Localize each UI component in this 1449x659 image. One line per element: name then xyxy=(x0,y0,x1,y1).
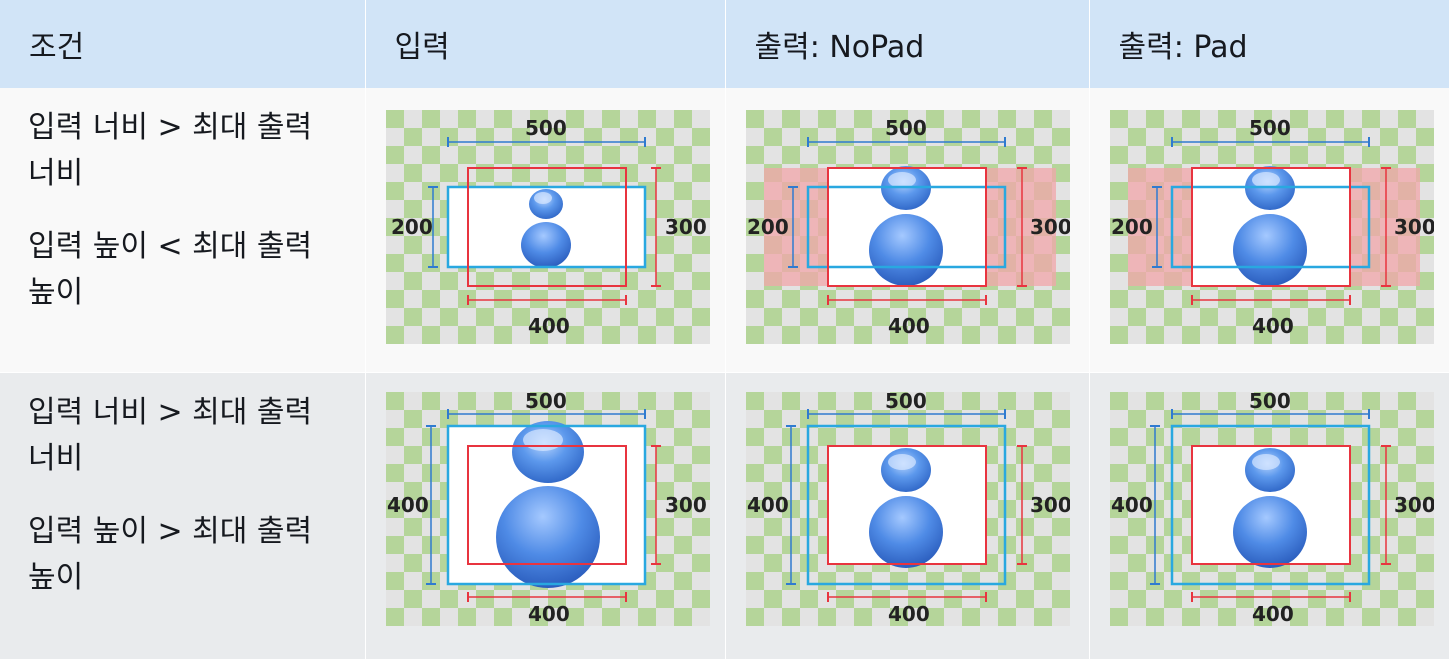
dim-top-label: 500 xyxy=(525,116,567,140)
resize-diagram-output-pad: 500 400 300 400 xyxy=(1110,392,1434,626)
dim-left-label: 200 xyxy=(747,215,789,239)
header-row: 조건 입력 출력: NoPad 출력: Pad xyxy=(0,0,1449,88)
dim-left-label: 200 xyxy=(1111,215,1153,239)
condition-cell: 입력 너비 > 최대 출력 너비 입력 높이 > 최대 출력 높이 xyxy=(0,373,365,659)
dim-bottom-label: 400 xyxy=(888,314,930,338)
condition-width-text: 입력 너비 > 최대 출력 너비 xyxy=(28,105,348,197)
resize-diagram-output-nopad: 500 400 300 400 xyxy=(746,392,1070,626)
dim-left-label: 400 xyxy=(1111,493,1153,517)
resize-diagram-input: 500 200 300 400 xyxy=(386,110,710,344)
dim-bottom-label: 400 xyxy=(888,602,930,626)
resize-diagram-output-pad: 500 200 300 400 xyxy=(1110,110,1434,344)
table-row: 입력 너비 > 최대 출력 너비 입력 높이 > 최대 출력 높이 xyxy=(0,373,1449,659)
dim-bottom-label: 400 xyxy=(1252,314,1294,338)
header-output-nopad: 출력: NoPad xyxy=(725,0,1089,88)
figure-cell-input: 500 400 300 400 xyxy=(365,373,725,659)
dim-top-label: 500 xyxy=(1249,392,1291,413)
condition-height-text: 입력 높이 > 최대 출력 높이 xyxy=(28,509,348,601)
dim-top-label: 500 xyxy=(885,116,927,140)
figure-cell-output-nopad: 500 400 300 400 xyxy=(725,373,1089,659)
dim-left-label: 400 xyxy=(387,493,429,517)
dim-left-label: 400 xyxy=(747,493,789,517)
resize-diagram-output-nopad: 500 200 300 400 xyxy=(746,110,1070,344)
header-input: 입력 xyxy=(365,0,725,88)
dim-right-label: 300 xyxy=(665,493,707,517)
figure-cell-output-nopad: 500 200 300 400 xyxy=(725,88,1089,373)
dim-bottom-label: 400 xyxy=(528,602,570,626)
dim-right-label: 300 xyxy=(1030,215,1070,239)
dim-right-label: 300 xyxy=(665,215,707,239)
condition-height-text: 입력 높이 < 최대 출력 높이 xyxy=(28,224,348,316)
dim-top-label: 500 xyxy=(525,392,567,413)
dim-top-label: 500 xyxy=(885,392,927,413)
figure-cell-output-pad: 500 200 300 400 xyxy=(1089,88,1449,373)
header-output-pad: 출력: Pad xyxy=(1089,0,1449,88)
condition-width-text: 입력 너비 > 최대 출력 너비 xyxy=(28,390,348,482)
dim-left-label: 200 xyxy=(391,215,433,239)
dim-top-label: 500 xyxy=(1249,116,1291,140)
dim-bottom-label: 400 xyxy=(1252,602,1294,626)
dim-right-label: 300 xyxy=(1394,215,1434,239)
dim-right-label: 300 xyxy=(1394,493,1434,517)
header-condition: 조건 xyxy=(0,0,365,88)
figure-cell-output-pad: 500 400 300 400 xyxy=(1089,373,1449,659)
dim-bottom-label: 400 xyxy=(528,314,570,338)
condition-cell: 입력 너비 > 최대 출력 너비 입력 높이 < 최대 출력 높이 xyxy=(0,88,365,373)
figure-cell-input: 500 200 300 400 xyxy=(365,88,725,373)
resize-diagram-input: 500 400 300 400 xyxy=(386,392,710,626)
dim-right-label: 300 xyxy=(1030,493,1070,517)
table-row: 입력 너비 > 최대 출력 너비 입력 높이 < 최대 출력 높이 xyxy=(0,88,1449,373)
